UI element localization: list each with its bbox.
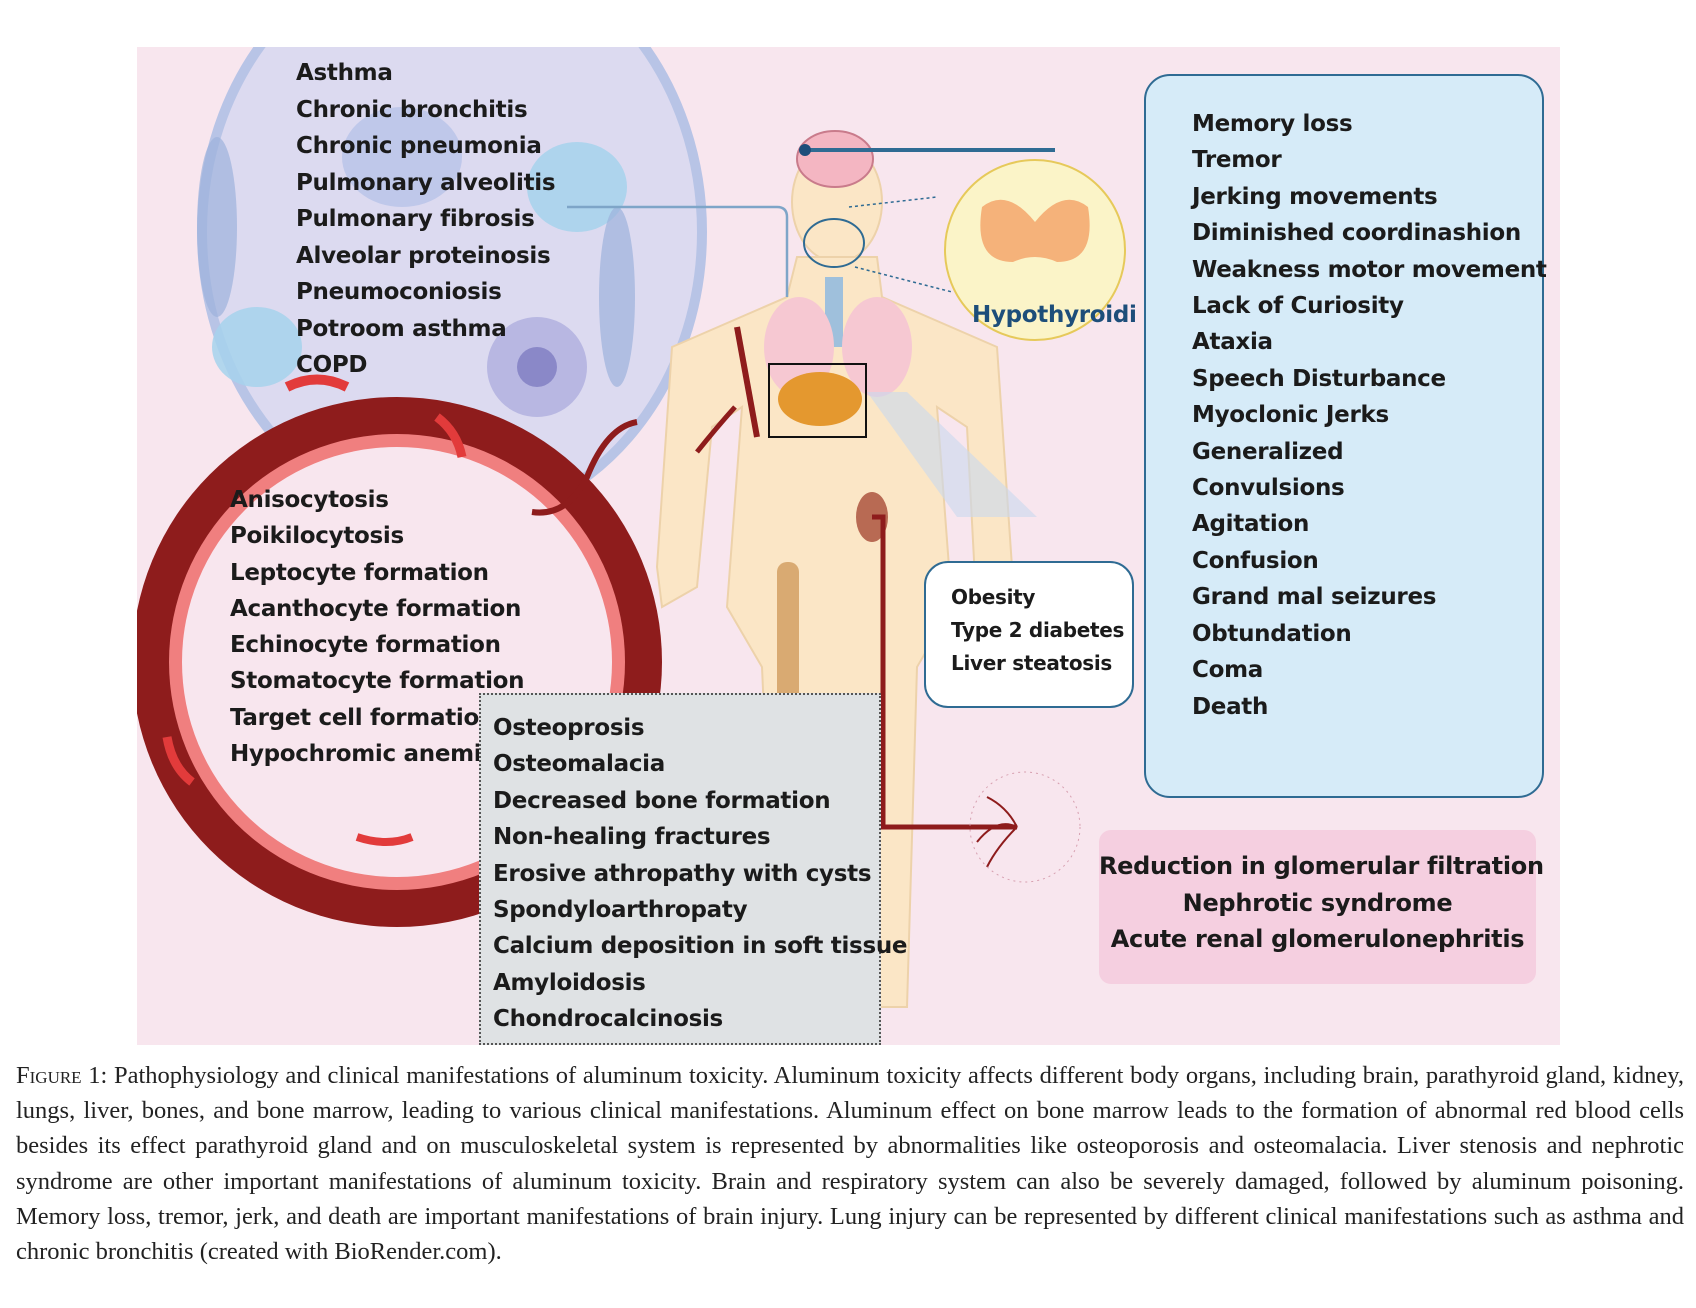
nephron-illustration xyxy=(969,771,1081,883)
list-item: Spondyloarthropaty xyxy=(493,897,748,924)
list-item: Chronic pneumonia xyxy=(296,133,542,159)
list-item: Nephrotic syndrome xyxy=(1182,888,1453,917)
list-item: Potroom asthma xyxy=(296,315,507,342)
bone-conditions-box: Osteoprosis Osteomalacia Decreased bone … xyxy=(479,693,908,1045)
list-item: Acanthocyte formation xyxy=(230,595,522,622)
list-item: Death xyxy=(1192,693,1269,720)
liver-callout-beam xyxy=(867,392,1037,517)
kidney-conditions-box: Reduction in glomerular filtration Nephr… xyxy=(1099,830,1544,984)
list-item: Confusion xyxy=(1192,547,1319,574)
list-item: Coma xyxy=(1192,657,1263,684)
lung-conditions-list: Asthma Chronic bronchitis Chronic pneumo… xyxy=(296,55,556,384)
list-item: Decreased bone formation xyxy=(493,787,831,814)
list-item: Obtundation xyxy=(1192,620,1352,647)
list-item: Speech Disturbance xyxy=(1192,365,1446,392)
list-item: Pneumoconiosis xyxy=(296,279,502,305)
list-item: Target cell formation xyxy=(230,704,496,731)
list-item: COPD xyxy=(296,352,368,378)
list-item: Anisocytosis xyxy=(230,487,389,513)
list-item: Hypochromic anemia xyxy=(230,741,497,768)
thyroid-connector-line-2 xyxy=(854,266,953,293)
list-item: Chondrocalcinosis xyxy=(493,1006,723,1033)
list-item: Osteoprosis xyxy=(493,715,645,741)
thyroid-illustration xyxy=(944,159,1126,341)
list-item: Ataxia xyxy=(1192,329,1273,356)
list-item: Grand mal seizures xyxy=(1192,584,1437,611)
liver-conditions-list: Obesity Type 2 diabetes Liver steatosis xyxy=(951,581,1124,680)
lung-tissue-illustration xyxy=(197,47,707,527)
list-item: Asthma xyxy=(296,60,393,86)
brain-conditions-box: Memory loss Tremor Jerking movements Dim… xyxy=(1144,74,1547,798)
brain-conditions-list: Memory loss Tremor Jerking movements Dim… xyxy=(1192,106,1547,725)
list-item: Memory loss xyxy=(1192,111,1353,137)
blood-conditions-list: Anisocytosis Poikilocytosis Leptocyte fo… xyxy=(230,482,525,772)
list-item: Reduction in glomerular filtration xyxy=(1099,852,1544,880)
list-item: Type 2 diabetes xyxy=(951,618,1125,642)
list-item: Lack of Curiosity xyxy=(1192,293,1404,320)
list-item: Weakness motor movement xyxy=(1192,256,1547,283)
thyroid-label: Hypothyroidi xyxy=(972,302,1137,328)
list-item: Liver steatosis xyxy=(951,651,1113,675)
bone-conditions-list: Osteoprosis Osteomalacia Decreased bone … xyxy=(493,710,908,1038)
brain-connector-dot xyxy=(799,144,811,156)
list-item: Calcium deposition in soft tissue xyxy=(493,933,908,960)
figure-panel: Asthma Chronic bronchitis Chronic pneumo… xyxy=(137,47,1560,1045)
caption-text: Pathophysiology and clinical manifestati… xyxy=(16,1062,1684,1266)
list-item: Agitation xyxy=(1192,511,1310,538)
list-item: Myoclonic Jerks xyxy=(1192,402,1389,429)
list-item: Poikilocytosis xyxy=(230,523,404,550)
list-item: Obesity xyxy=(951,585,1036,609)
figure-caption: Figure 1: Pathophysiology and clinical m… xyxy=(16,1058,1684,1269)
thyroid-connector-line xyxy=(848,196,938,208)
liver-conditions-box: Obesity Type 2 diabetes Liver steatosis xyxy=(924,561,1134,708)
list-item: Acute renal glomerulonephritis xyxy=(1110,925,1525,953)
list-item: Amyloidosis xyxy=(493,969,646,996)
lung-connector-line xyxy=(567,205,789,297)
caption-label: Figure 1: xyxy=(16,1062,108,1089)
list-item: Diminished coordinashion xyxy=(1192,220,1521,247)
kidney-conditions-list: Reduction in glomerular filtration Nephr… xyxy=(1099,848,1544,958)
list-item: Tremor xyxy=(1192,147,1282,174)
list-item: Pulmonary fibrosis xyxy=(296,206,535,232)
list-item: Stomatocyte formation xyxy=(230,668,525,695)
list-item: Convulsions xyxy=(1192,475,1345,502)
list-item: Osteomalacia xyxy=(493,751,665,778)
list-item: Erosive athropathy with cysts xyxy=(493,860,872,887)
list-item: Non-healing fractures xyxy=(493,824,771,851)
list-item: Alveolar proteinosis xyxy=(296,242,551,269)
list-item: Pulmonary alveolitis xyxy=(296,169,556,196)
list-item: Echinocyte formation xyxy=(230,632,501,659)
list-item: Chronic bronchitis xyxy=(296,96,528,123)
list-item: Leptocyte formation xyxy=(230,559,489,586)
list-item: Generalized xyxy=(1192,438,1344,465)
list-item: Jerking movements xyxy=(1192,183,1438,210)
